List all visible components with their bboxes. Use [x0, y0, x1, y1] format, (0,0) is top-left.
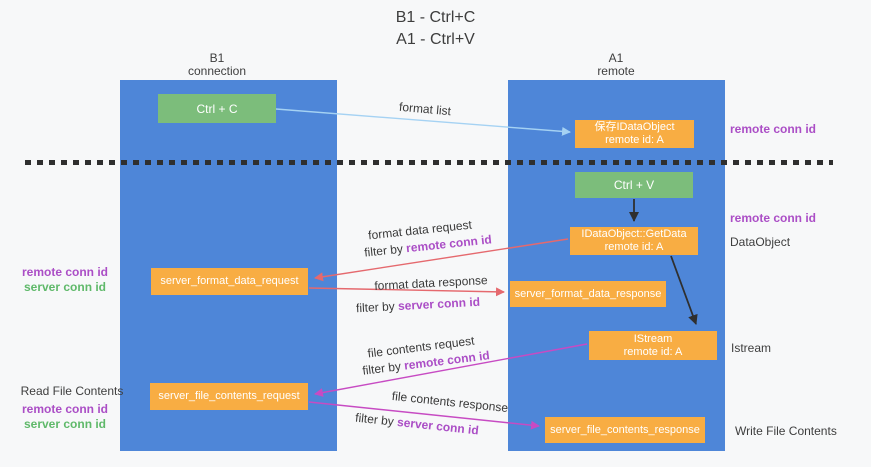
- filter-by-text: filter by: [355, 299, 396, 316]
- node-server-file-contents-response: server_file_contents_response: [545, 417, 705, 443]
- title-line-2: A1 - Ctrl+V: [396, 31, 475, 48]
- title-line-1: B1 - Ctrl+C: [395, 9, 476, 26]
- right-lane-title: A1: [608, 51, 624, 65]
- write-file-contents-annotation: Write File Contents: [735, 424, 837, 438]
- node-server-file-contents-request: server_file_contents_request: [150, 383, 308, 410]
- server-format-data-response-label: server_format_data_response: [514, 287, 662, 300]
- istream-annotation: Istream: [731, 341, 772, 355]
- left-server-conn-id-top: server conn id: [23, 280, 107, 294]
- dataobject-annotation: DataObject: [730, 235, 791, 249]
- ctrl-v-label: Ctrl + V: [613, 178, 655, 192]
- arrow-format-list: [275, 108, 571, 136]
- save-idataobject-line2: remote id: A: [605, 134, 664, 146]
- left-lane-header: B1 connection: [157, 52, 277, 78]
- istream-line2: remote id: A: [623, 345, 683, 358]
- left-lane-title: B1: [209, 51, 225, 65]
- node-save-idataobject: 保存IDataObject remote id: A: [575, 120, 694, 148]
- getdata-line1: IDataObject::GetData: [581, 228, 687, 240]
- left-server-conn-id-bottom: server conn id: [23, 417, 107, 431]
- remote-conn-id-annotation-top: remote conn id: [730, 122, 817, 136]
- left-lane-subtitle: connection: [187, 64, 247, 78]
- node-ctrl-v: Ctrl + V: [575, 172, 693, 198]
- node-idataobject-getdata: IDataObject::GetData remote id: A: [570, 227, 698, 255]
- arrow-format-data-request: [314, 238, 569, 282]
- remote-conn-id-annotation-mid: remote conn id: [730, 211, 817, 225]
- left-conn-id-annotation-bottom: remote conn id server conn id: [12, 402, 118, 432]
- save-idataobject-line1: 保存IDataObject: [594, 121, 675, 133]
- server-file-contents-request-label: server_file_contents_request: [158, 390, 300, 402]
- diagram-title: B1 - Ctrl+C A1 - Ctrl+V: [0, 7, 871, 51]
- ctrl-c-label: Ctrl + C: [196, 101, 238, 116]
- left-remote-conn-id-top: remote conn id: [21, 265, 108, 279]
- node-server-format-data-request: server_format_data_request: [151, 268, 308, 295]
- arrow-getdata-to-istream: [670, 255, 698, 325]
- right-lane-subtitle: remote: [597, 64, 635, 78]
- right-lane-header: A1 remote: [556, 52, 676, 78]
- server-file-contents-response-label: server_file_contents_response: [550, 423, 700, 436]
- node-istream: IStream remote id: A: [589, 331, 717, 360]
- istream-line1: IStream: [633, 332, 673, 345]
- arrow-format-data-response: [308, 287, 505, 297]
- left-remote-conn-id-bottom: remote conn id: [21, 402, 108, 416]
- left-conn-id-annotation-top: remote conn id server conn id: [12, 265, 118, 295]
- arrow-file-contents-response: [308, 401, 540, 430]
- dashed-separator: [25, 160, 833, 165]
- arrow-file-contents-request: [314, 343, 588, 397]
- node-server-format-data-response: server_format_data_response: [510, 281, 666, 307]
- node-ctrl-c: Ctrl + C: [158, 94, 276, 123]
- read-file-contents-annotation: Read File Contents: [20, 384, 124, 398]
- server-format-data-request-label: server_format_data_request: [160, 275, 299, 287]
- getdata-line2: remote id: A: [604, 241, 664, 253]
